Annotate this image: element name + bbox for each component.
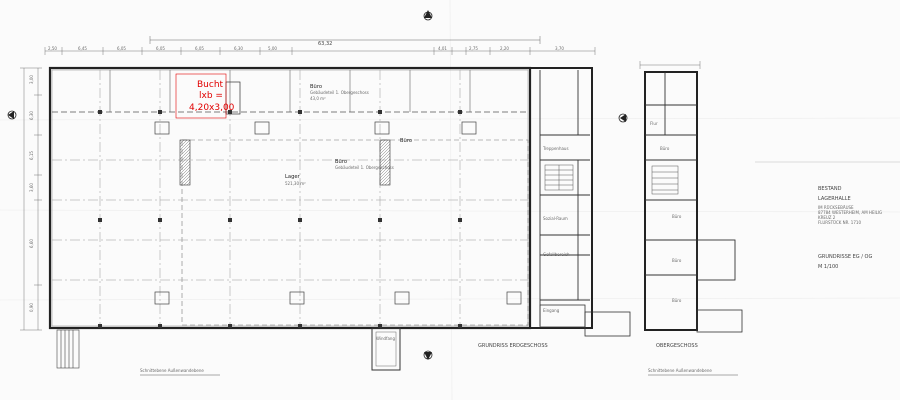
- left-dim-1: 3,00: [29, 75, 34, 84]
- left-dim-4: 3,60: [29, 183, 34, 192]
- left-dim-2: 6,30: [29, 111, 34, 120]
- title-heading: BESTAND: [818, 186, 842, 192]
- upper-floor-bottom-note: Schnittebene Außenwandebene: [648, 368, 712, 373]
- top-dim-9: 2,75: [469, 46, 478, 51]
- title-object: LAGERHALLE: [818, 196, 851, 202]
- title-address-4: FLURSTÜCK NR. 1710: [818, 220, 861, 225]
- left-dim-5: 6,60: [29, 239, 34, 248]
- room-label-buero-2: Büro: [335, 159, 347, 165]
- title-address-1: IM RÜCKSEBÄUSE: [818, 205, 854, 210]
- left-dim-6: 0,90: [29, 303, 34, 312]
- upper-room-1: Büro: [672, 214, 682, 219]
- left-dim-3: 6,15: [29, 151, 34, 160]
- room-label-buero-3: Büro: [400, 138, 412, 144]
- foundation-squares: [154, 121, 522, 305]
- ground-floor-plan: 63,32 2,50 6,45 6,05 6,05 6,05 6,30 5,00…: [7, 10, 631, 376]
- top-dim-3: 6,05: [117, 46, 126, 51]
- columns: [98, 110, 462, 328]
- bay-callout-line3: 4,20x3,00: [189, 103, 235, 113]
- ground-floor-bottom-note: Schnittebene Außenwandebene: [140, 368, 204, 373]
- left-dimension-texts: 3,00 6,30 6,15 3,60 6,60 0,90: [29, 75, 34, 312]
- left-external-stair: [56, 329, 80, 369]
- section-marker-top: [423, 10, 433, 21]
- top-dim-11: 3,70: [555, 46, 564, 51]
- room-area-lager: 521,30 m²: [285, 181, 306, 186]
- upper-floor-caption: OBERGESCHOSS: [656, 343, 698, 349]
- top-dim-1: 2,50: [48, 46, 57, 51]
- room-sub-buero-2: Gebäudeteil 1. Obergeschoss: [335, 165, 394, 170]
- room-label-sozial: Sozial-Raum: [543, 216, 568, 221]
- top-dimension-chain: [44, 47, 596, 55]
- title-address-2: 87784 WESTERHEIM, AM HEILIG: [818, 210, 882, 215]
- office-wing-walls: [539, 70, 590, 326]
- room-label-eingang: Eingang: [543, 308, 560, 313]
- section-marker-bottom: [423, 350, 433, 360]
- room-label-windfang: Windfang: [376, 336, 395, 341]
- upper-room-4: Büro: [660, 146, 670, 151]
- top-dim-2: 6,45: [78, 46, 87, 51]
- room-label-buero-1: Büro: [310, 84, 322, 90]
- top-dim-10: 2,20: [500, 46, 509, 51]
- bay-callout-frame: [175, 73, 227, 119]
- top-dim-6: 6,30: [234, 46, 243, 51]
- top-dim-4: 6,05: [156, 46, 165, 51]
- room-sub-buero-1: Gebäudeteil 1. Obergeschoss: [310, 90, 369, 95]
- upper-section-marker: [618, 113, 628, 123]
- room-label-gefall: Gefallbereich: [543, 252, 570, 257]
- room-label-lager: Lager: [285, 174, 301, 180]
- room-area-buero-1: 43,0 m²: [310, 96, 326, 101]
- overall-dimension: [149, 36, 541, 44]
- hall-frame-outline: [181, 139, 529, 326]
- ground-floor-caption: GRUNDRISS ERDGESCHOSS: [478, 343, 548, 349]
- top-dim-7: 5,00: [268, 46, 277, 51]
- room-label-treppenhaus: Treppenhaus: [542, 146, 569, 151]
- left-dimension-chain: [20, 67, 42, 331]
- upper-floor-outer-wall: [644, 71, 698, 331]
- overall-dimension-text: 63,32: [318, 41, 332, 47]
- title-address-3: KREUZ 2: [818, 215, 836, 220]
- top-dim-8: 4,01: [438, 46, 447, 51]
- bay-callout-line1: Bucht: [197, 80, 224, 90]
- upper-room-3: Büro: [672, 298, 682, 303]
- title-scale: M 1/100: [818, 264, 838, 270]
- title-drawing: GRUNDRISSE EG / OG: [818, 254, 872, 260]
- entrance-canopy: [371, 327, 401, 371]
- stair-treads: [544, 164, 574, 191]
- upper-room-5: Flur: [650, 121, 658, 126]
- section-marker-left: [7, 110, 17, 120]
- upper-stair: [651, 165, 679, 195]
- title-block: BESTAND LAGERHALLE IM RÜCKSEBÄUSE 87784 …: [755, 161, 900, 270]
- bay-callout: Bucht lxb = 4,20x3,00: [175, 73, 235, 119]
- bay-callout-line2: lxb =: [199, 91, 223, 101]
- upper-floor-plan: Büro Büro Büro Büro Flur OBERGESCHOSS Sc…: [618, 61, 743, 376]
- top-dim-5: 6,05: [195, 46, 204, 51]
- upper-room-2: Büro: [672, 258, 682, 263]
- outer-wall-office-wing: [529, 67, 593, 329]
